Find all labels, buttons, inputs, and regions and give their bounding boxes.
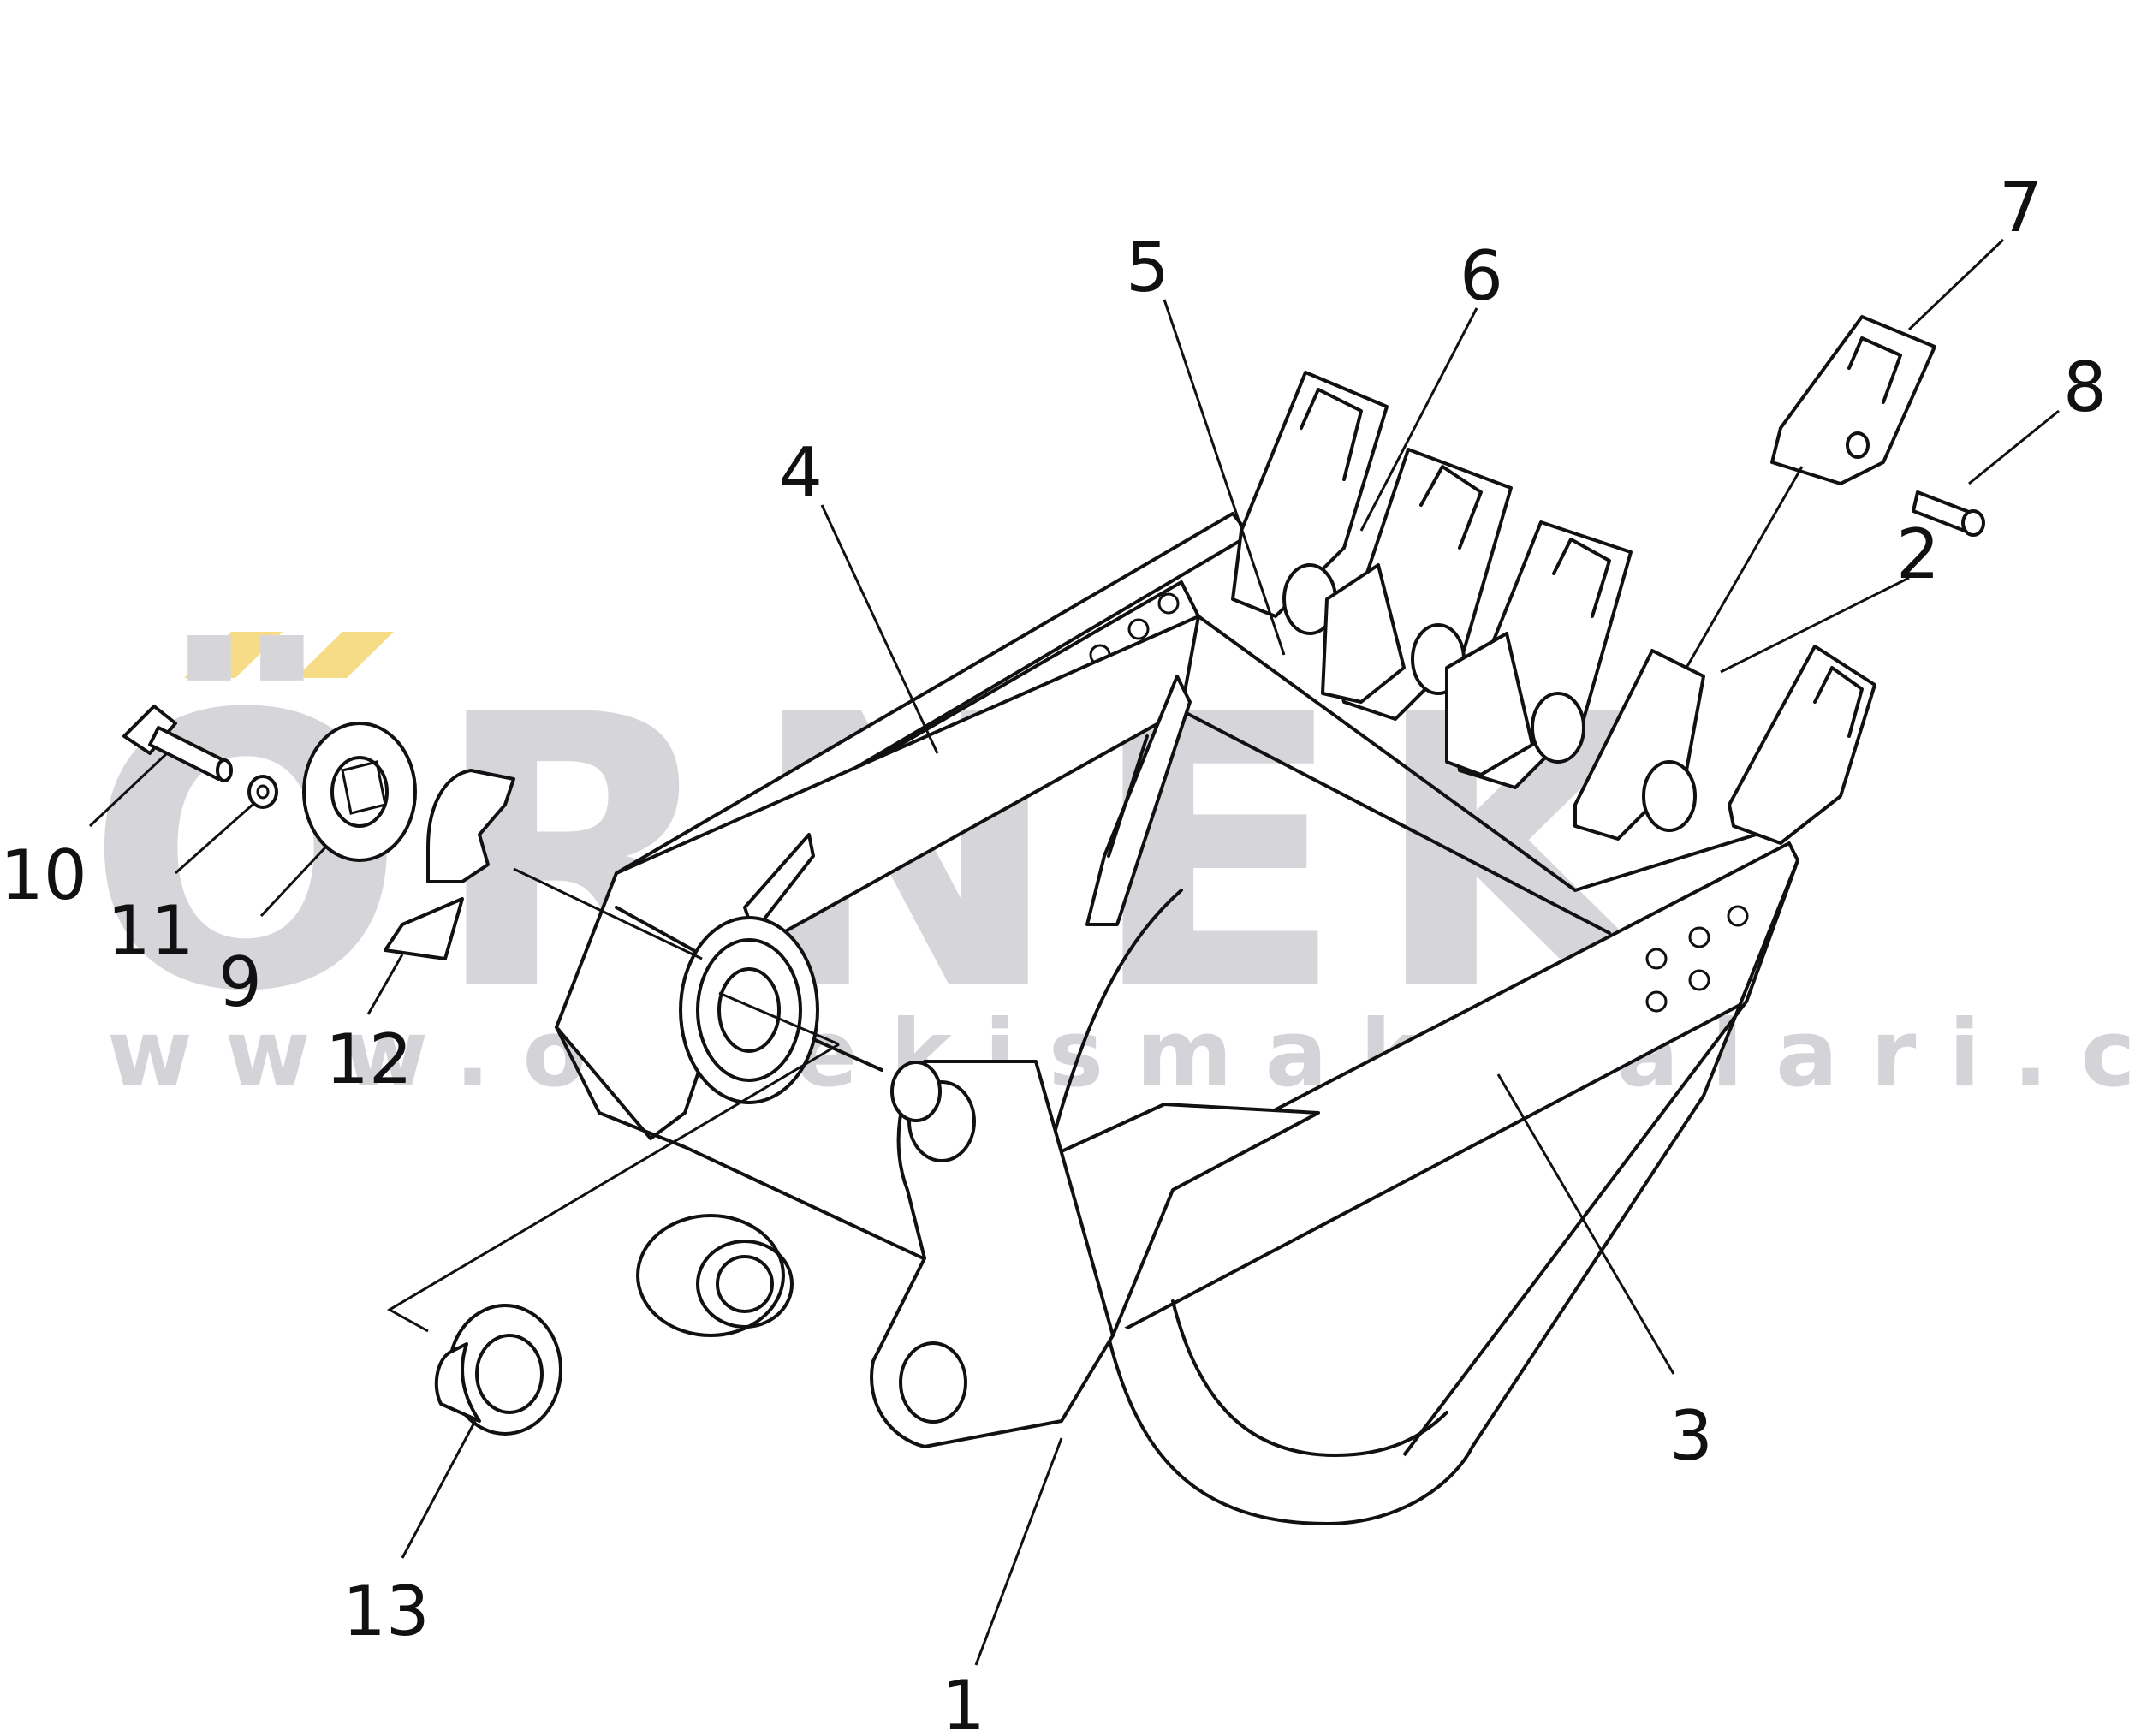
bushing-part: [434, 1304, 562, 1436]
leader-4: [820, 504, 939, 754]
callout-13: 13: [342, 1572, 430, 1651]
watermark-url: www.ornekismakinalari.com.tr: [107, 1001, 2153, 1108]
bolt-part: [122, 705, 233, 782]
linkage-boss-left: [679, 916, 819, 1104]
leader-11: [175, 803, 253, 875]
spacer-plate-part: [384, 769, 515, 960]
tooth-1: [1231, 371, 1389, 635]
leader-8: [1968, 409, 2060, 485]
callout-6: 6: [1460, 236, 1503, 316]
side-cutter: [1085, 675, 1192, 926]
tooth-point-part: [1770, 315, 1936, 485]
right-plate-holes: [1645, 905, 1749, 1013]
callout-9: 9: [218, 942, 262, 1022]
lower-pin-boss: [636, 1214, 794, 1337]
callout-3: 3: [1669, 1396, 1713, 1476]
tooth-4: [1573, 649, 1705, 841]
teeth-row: [1231, 371, 1876, 845]
tooth-5: [1728, 645, 1876, 845]
leader-13: [401, 1420, 477, 1559]
tooth-2: [1321, 448, 1513, 721]
leader-10: [88, 752, 169, 828]
callout-8: 8: [2063, 348, 2107, 427]
callout-7: 7: [1999, 168, 2043, 247]
leader-5: [1163, 299, 1286, 656]
leader-3: [1496, 1073, 1675, 1375]
callout-5: 5: [1126, 228, 1169, 307]
leader-7: [1907, 238, 2005, 331]
assembly-guide-lines: [386, 867, 840, 1333]
linkage-boss-right: [870, 1060, 1115, 1448]
watermark-accent-left: [184, 632, 283, 678]
leader-2: [1720, 576, 1910, 674]
leader-9: [259, 846, 327, 918]
retainer-part: [302, 722, 417, 862]
callout-2: 2: [1896, 514, 1940, 594]
leader-12: [366, 954, 404, 1015]
leader-tooth: [1685, 466, 1804, 669]
callout-labels: 1 2 3 4 5 6 7 8 9 10 11 12 13: [0, 168, 2107, 1736]
tooth-pin-part: [1912, 490, 1985, 537]
tooth-3: [1445, 520, 1633, 789]
washer-part: [247, 775, 278, 809]
leader-6: [1359, 307, 1478, 532]
leader-1: [974, 1437, 1063, 1666]
watermark-accent-right: [295, 632, 394, 678]
callout-1: 1: [942, 1666, 985, 1736]
callout-10: 10: [0, 835, 87, 915]
leader-lines: [88, 238, 2060, 1666]
callout-12: 12: [325, 1020, 413, 1099]
bucket-bottom-shell: [1103, 859, 1799, 1525]
callout-4: 4: [779, 433, 823, 513]
callout-11: 11: [107, 891, 194, 971]
